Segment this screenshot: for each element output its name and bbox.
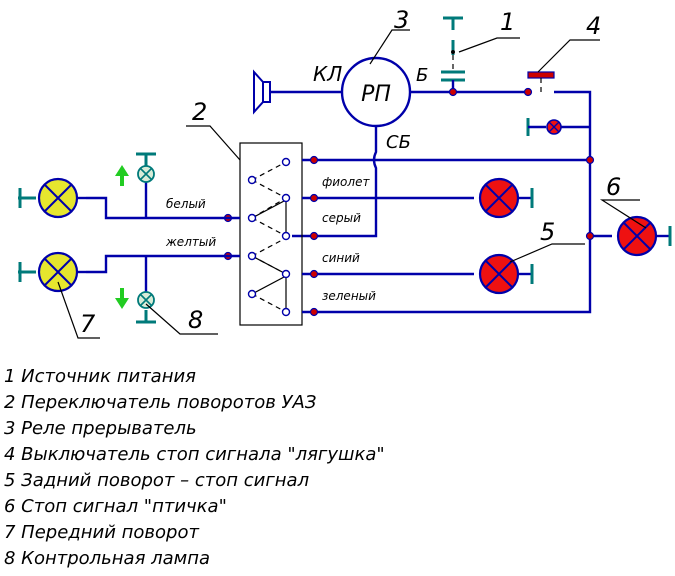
legend-item: 7 Передний поворот — [4, 522, 199, 543]
relay-label: РП — [361, 82, 391, 107]
wire-label-green: зеленый — [322, 289, 376, 303]
arrow-up-icon — [115, 165, 129, 186]
relay-terminal-sb: СБ — [386, 132, 411, 153]
legend-item: 2 Переключатель поворотов УАЗ — [4, 392, 317, 413]
brake-button — [527, 71, 555, 79]
fuse-icon — [441, 16, 465, 82]
wire-label-yellow: желтый — [165, 235, 216, 249]
wire-label-blue: синий — [322, 251, 360, 265]
brake-lamp-small — [526, 118, 562, 136]
number-6: 6 — [606, 173, 621, 201]
switch-terminals — [247, 157, 291, 317]
brake-switch — [527, 71, 555, 92]
switch-body — [239, 142, 303, 326]
number-3: 3 — [394, 6, 409, 34]
turn-switch — [239, 142, 303, 326]
wire-label-grey: серый — [322, 211, 361, 225]
control-lamp-top — [136, 152, 156, 183]
arrow-down-icon — [115, 288, 129, 309]
leaders — [57, 29, 647, 339]
stop-lamp — [616, 215, 672, 257]
front-lamp-top — [18, 177, 86, 219]
wire-white — [86, 196, 240, 220]
legend-item: 4 Выключатель стоп сигнала "лягушка" — [4, 444, 385, 465]
relay-terminal-kl: КЛ — [313, 62, 342, 86]
wire-brake-out — [554, 90, 592, 160]
rear-lamp-top — [478, 177, 534, 219]
relay: РП КЛ Б СБ — [313, 56, 428, 153]
number-7: 7 — [80, 310, 96, 338]
control-lamp-bottom — [136, 291, 156, 324]
front-lamp-bottom — [18, 251, 86, 293]
buzzer-icon — [253, 69, 271, 115]
number-4: 4 — [586, 12, 601, 40]
legend-item: 6 Стоп сигнал "птичка" — [4, 496, 227, 517]
legend-item: 5 Задний поворот – стоп сигнал — [4, 470, 309, 491]
number-8: 8 — [188, 306, 203, 334]
wire-yellow — [86, 254, 240, 274]
number-5: 5 — [540, 218, 555, 246]
legend: 1 Источник питания 2 Переключатель повор… — [4, 366, 385, 569]
relay-terminal-b: Б — [416, 65, 428, 86]
number-1: 1 — [500, 8, 515, 36]
legend-item: 1 Источник питания — [4, 366, 196, 387]
rear-lamp-bottom — [478, 253, 534, 295]
wire-label-violet: фиолет — [322, 175, 370, 189]
wire-nodes — [223, 87, 595, 317]
legend-item: 3 Реле прерыватель — [4, 418, 197, 439]
wire-green — [302, 160, 592, 314]
number-2: 2 — [192, 98, 207, 126]
wire-label-white: белый — [166, 197, 206, 211]
legend-item: 8 Контрольная лампа — [4, 548, 210, 569]
